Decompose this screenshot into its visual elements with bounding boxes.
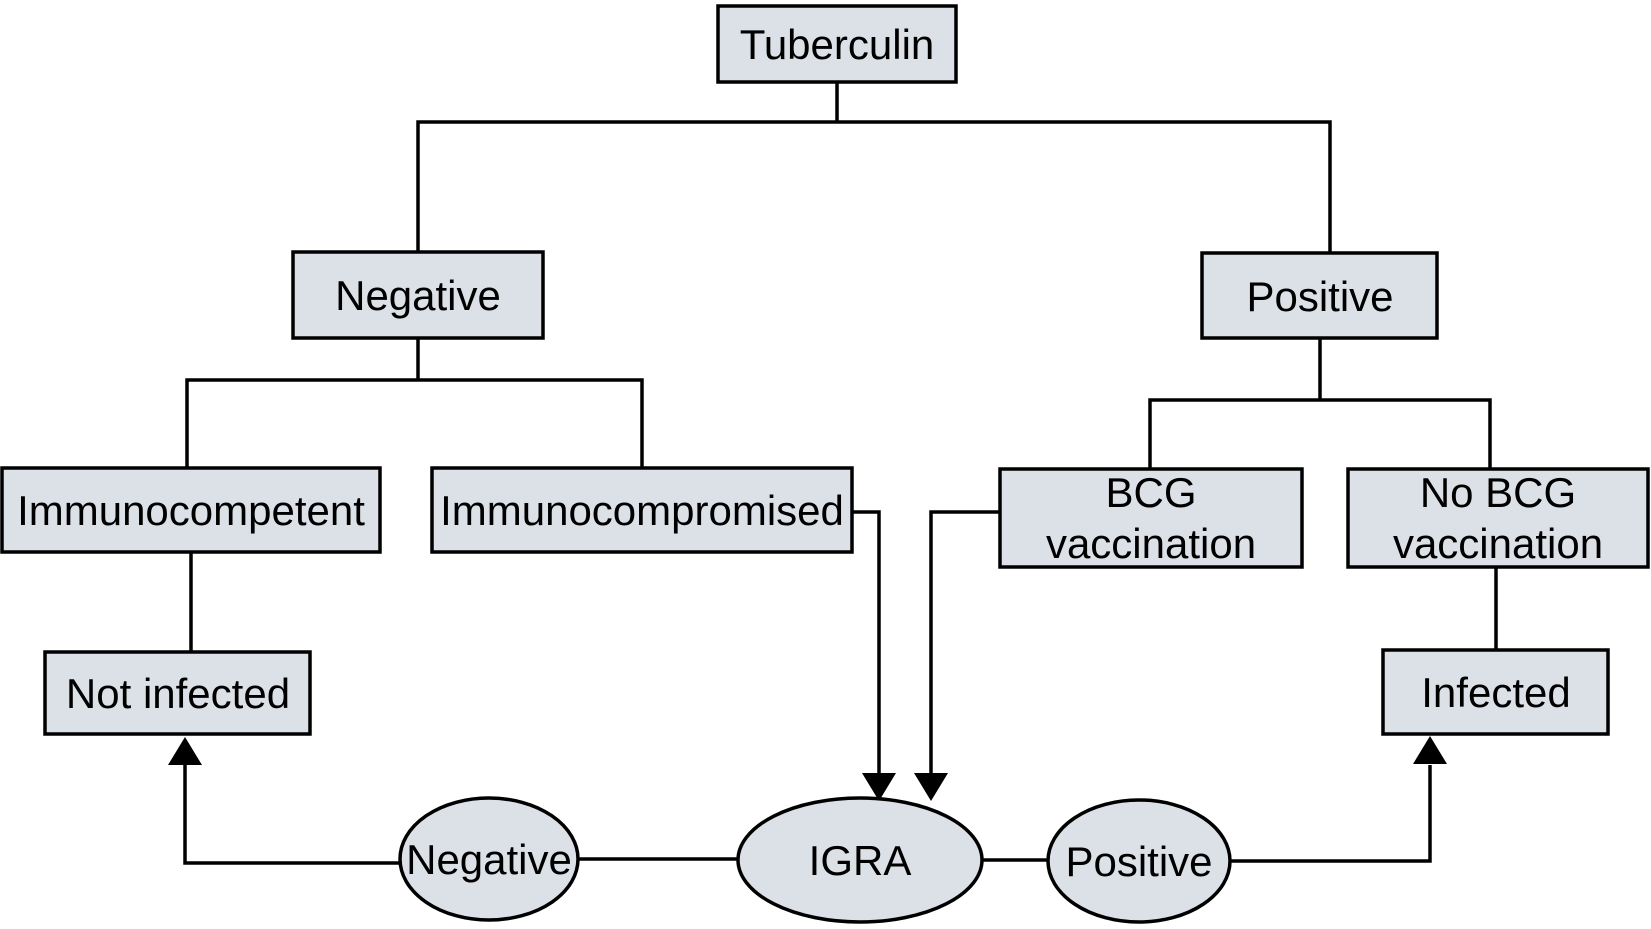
arrowhead-positive-result-to-infected-icon (1413, 736, 1447, 764)
arrowhead-bcg-to-igra-icon (914, 773, 948, 801)
node-bcg-vaccination (998, 467, 1304, 569)
node-igra-negative (398, 796, 580, 922)
node-immunocompromised (430, 466, 854, 554)
node-no-bcg-vaccination (1346, 467, 1650, 569)
connector-group (168, 80, 1498, 865)
node-immunocompetent (0, 466, 382, 554)
connector-tuberculin-split (416, 80, 1332, 255)
connector-negative-result-to-not-infected (183, 765, 401, 865)
node-igra-positive (1046, 798, 1232, 924)
label-igra-negative: Negative (406, 836, 572, 883)
node-label-group: Tuberculin Negative Positive Immunocompe… (17, 21, 1603, 885)
node-shape-group (0, 4, 1650, 924)
node-tuberculin (716, 4, 958, 84)
connector-positive-result-to-infected (1229, 765, 1432, 863)
arrowhead-negative-result-to-not-infected-icon (168, 737, 202, 765)
label-tst-positive: Positive (1246, 273, 1393, 320)
label-no-bcg-line1: No BCG (1420, 469, 1576, 516)
label-tst-negative: Negative (335, 272, 501, 319)
connector-immunocompromised-to-igra (851, 510, 881, 775)
node-infected (1381, 648, 1610, 736)
connector-positive-split (1148, 336, 1492, 470)
label-bcg-line1: BCG (1105, 469, 1196, 516)
label-not-infected: Not infected (66, 670, 290, 717)
connector-bcg-to-igra (929, 510, 1001, 775)
node-tst-negative (291, 250, 545, 340)
label-igra: IGRA (809, 837, 912, 884)
label-no-bcg-line2: vaccination (1393, 520, 1603, 567)
label-tuberculin: Tuberculin (740, 21, 935, 68)
node-igra (736, 796, 984, 924)
label-immunocompetent: Immunocompetent (17, 487, 365, 534)
label-infected: Infected (1421, 669, 1570, 716)
connector-negative-split (185, 336, 644, 469)
label-bcg-line2: vaccination (1046, 520, 1256, 567)
label-igra-positive: Positive (1065, 838, 1212, 885)
node-not-infected (43, 650, 312, 736)
arrowhead-immunocompromised-to-igra-icon (862, 773, 896, 801)
node-tst-positive (1200, 251, 1439, 340)
label-immunocompromised: Immunocompromised (440, 487, 844, 534)
